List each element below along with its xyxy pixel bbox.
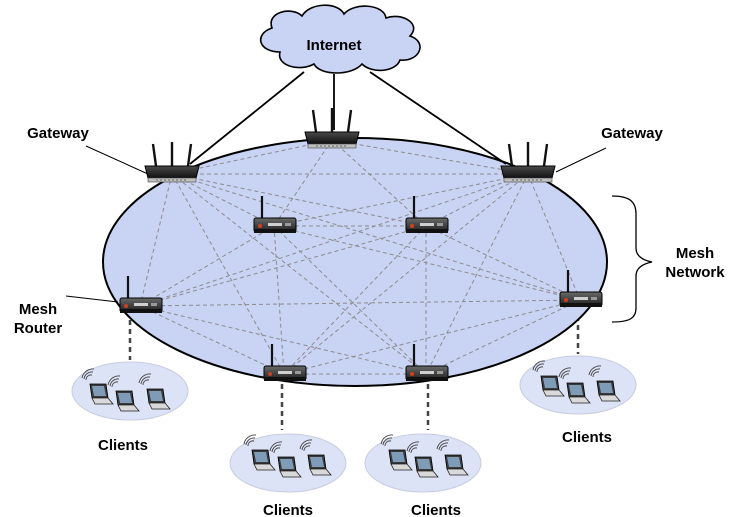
mesh-router-label-line2: Router — [14, 320, 62, 337]
client-zone-left — [71, 361, 189, 421]
mesh-network-brace — [611, 195, 653, 323]
client-zone-bottom-left — [229, 433, 347, 493]
internet-label: Internet — [306, 37, 361, 54]
mesh-links — [139, 139, 581, 375]
clients-bottom-left-label: Clients — [263, 502, 313, 517]
gateway-left-label: Gateway — [27, 125, 89, 142]
mesh-network-label-line2: Network — [665, 264, 725, 281]
gateway-center-router-icon — [303, 106, 361, 150]
internet-uplinks — [189, 71, 507, 165]
clients-left-label: Clients — [98, 437, 148, 454]
mesh-router-label-line1: Mesh — [19, 301, 57, 318]
clients-bottom-right-label: Clients — [411, 502, 461, 517]
callout-lines — [65, 145, 607, 303]
gateway-left-router-icon — [143, 140, 201, 184]
client-zone-bottom-right — [364, 433, 482, 493]
mesh-network-label-line1: Mesh — [676, 245, 714, 262]
client-zone-right — [519, 355, 637, 415]
client-links — [128, 307, 580, 430]
clients-right-label: Clients — [562, 429, 612, 446]
internet-cloud: Internet — [260, 4, 421, 74]
gateway-right-router-icon — [499, 140, 557, 184]
gateway-right-label: Gateway — [601, 125, 663, 142]
